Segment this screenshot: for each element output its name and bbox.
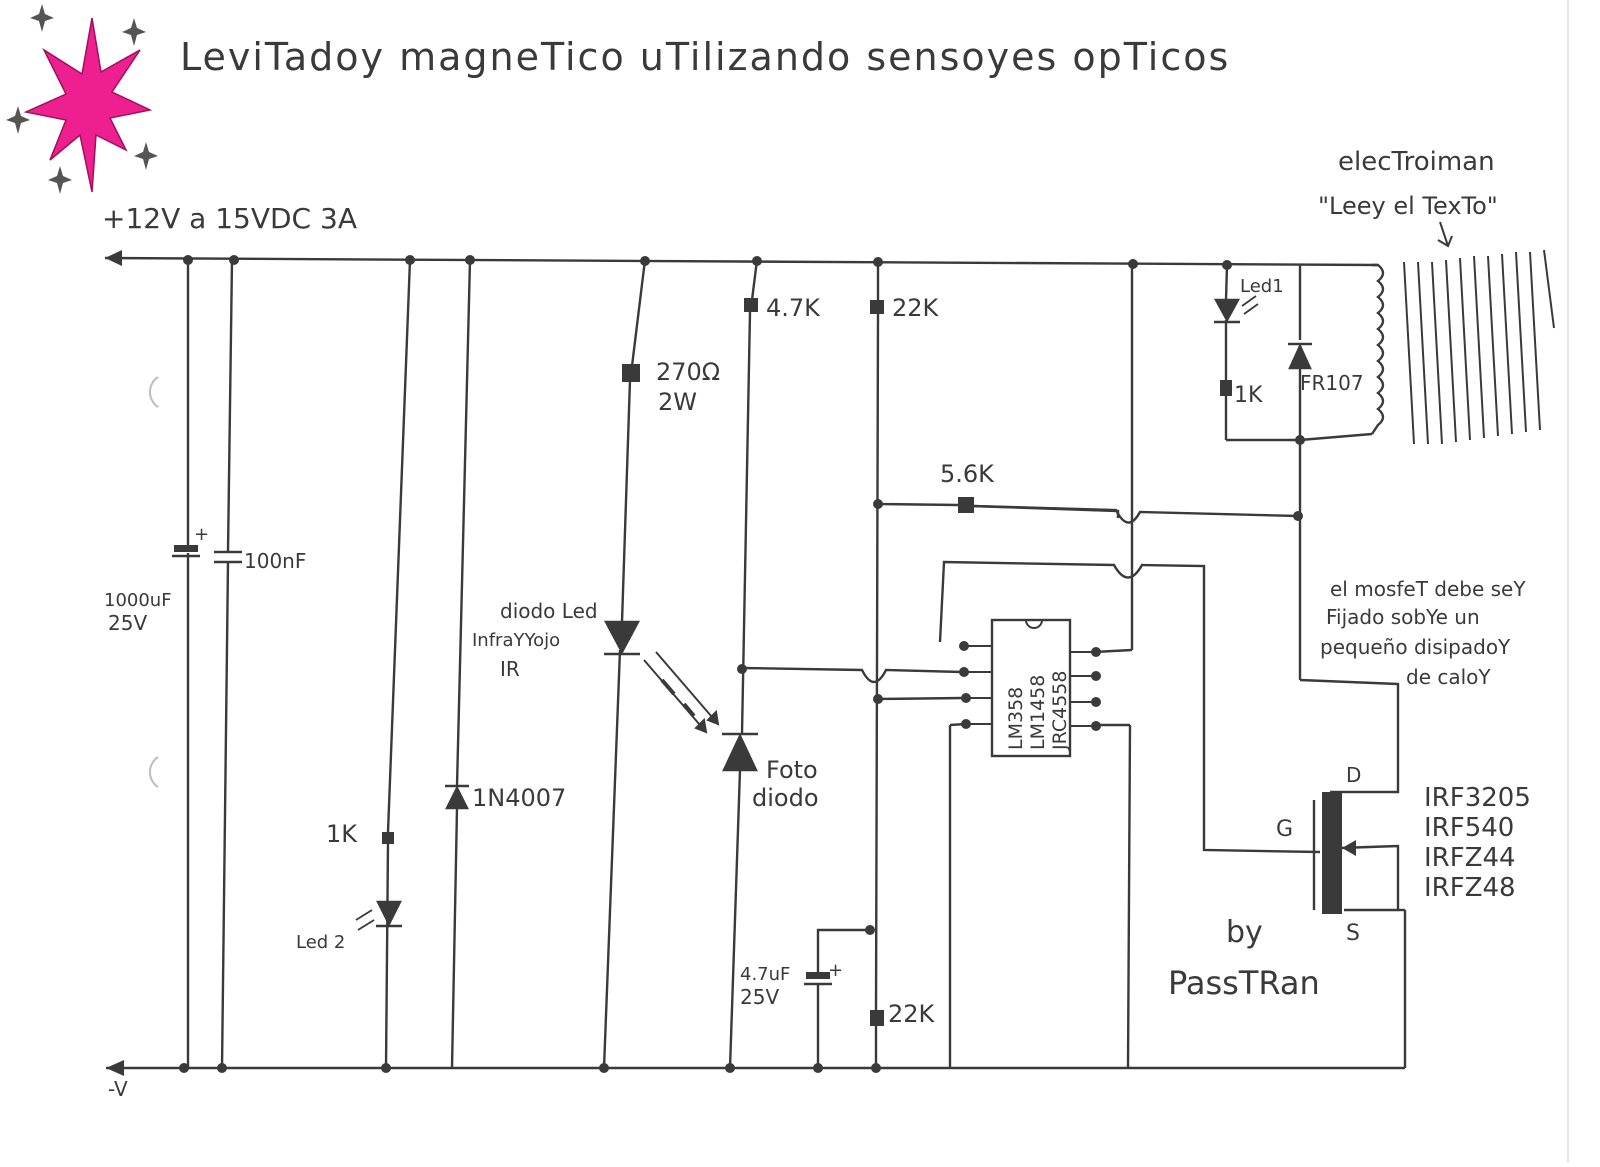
resistor-4-7k xyxy=(744,298,758,312)
small-star-icon xyxy=(122,18,146,46)
cap-main-plus: + xyxy=(194,524,209,545)
resistors xyxy=(382,298,1232,1026)
small-star-icon xyxy=(30,4,54,32)
resistor-22k-top xyxy=(870,300,884,314)
negative-rail-arrow-icon xyxy=(106,1060,124,1076)
r-56k-label: 5.6K xyxy=(940,460,995,488)
mosfet-model-4: IRFZ48 xyxy=(1424,873,1516,903)
resistor-5-6k xyxy=(958,497,974,513)
cap-small2-voltage: 25V xyxy=(740,985,779,1009)
supply-negative-label: -V xyxy=(108,1077,128,1101)
opamp-label-2: LM1458 xyxy=(1027,675,1049,750)
ir-led-icon xyxy=(604,620,640,655)
mosfet-note-1: el mosfeT debe seY xyxy=(1330,577,1526,601)
mosfet xyxy=(1312,792,1356,914)
electromagnet-label-2: "Leey el TexTo" xyxy=(1318,192,1498,220)
small-star-icon xyxy=(6,106,30,134)
junction-dots xyxy=(179,255,1305,1073)
cap-small-label: 100nF xyxy=(244,549,306,573)
ir-light-beam xyxy=(643,651,720,734)
positive-rail xyxy=(104,256,1379,267)
mosfet-note-2: Fijado sobYe un xyxy=(1326,605,1480,629)
binder-hole-bottom xyxy=(149,756,159,788)
diodes xyxy=(355,295,1312,931)
binder-hole-top xyxy=(149,376,159,408)
diode-1n4007-icon xyxy=(445,785,469,810)
cap-100nf xyxy=(214,550,242,564)
diagram-title: LeviTadoy magneTico uTilizando sensoyes … xyxy=(180,35,1230,79)
r-47k-label: 4.7K xyxy=(766,294,821,322)
cap-4-7uf xyxy=(804,972,832,986)
r-270-value: 270Ω xyxy=(656,358,720,386)
diode-fr107-label: FR107 xyxy=(1300,371,1364,395)
author-name: PassTRan xyxy=(1168,964,1320,1002)
electromagnet-arrow-icon xyxy=(1437,221,1453,248)
r-22k-bottom-label: 22K xyxy=(888,1000,936,1028)
mosfet-g-label: G xyxy=(1276,817,1293,842)
mosfet-model-3: IRFZ44 xyxy=(1424,843,1516,873)
cap-small2-value: 4.7uF xyxy=(740,964,790,985)
r-led2-label: 1K xyxy=(326,820,358,848)
resistor-22k-bottom xyxy=(870,1010,884,1026)
author-by: by xyxy=(1226,915,1263,950)
photodiode-label-2: diodo xyxy=(752,784,819,812)
cap-main-voltage: 25V xyxy=(108,611,147,635)
led1-icon xyxy=(1213,298,1241,323)
electromagnet-label-1: elecTroiman xyxy=(1338,147,1495,177)
mosfet-model-2: IRF540 xyxy=(1424,813,1514,843)
ir-led-label-2: InfraYYojo xyxy=(472,630,560,651)
ir-led-label-1: diodo Led xyxy=(500,599,598,623)
mosfet-note-3: pequeño disipadoY xyxy=(1320,635,1511,659)
mosfet-note-4: de caloY xyxy=(1406,665,1491,689)
resistor-270 xyxy=(622,364,640,382)
diode-fr107-icon xyxy=(1288,343,1312,370)
mosfet-model-1: IRF3205 xyxy=(1424,783,1531,813)
supply-positive-label: +12V a 15VDC 3A xyxy=(102,202,357,235)
cap-main-value: 1000uF xyxy=(104,590,172,611)
mosfet-s-label: S xyxy=(1346,921,1360,946)
pink-star-icon xyxy=(23,17,153,193)
led2-label: Led 2 xyxy=(296,932,345,953)
opamp-label-1: LM358 xyxy=(1005,687,1027,750)
opamp-ic: LM358 LM1458 JRC4558 xyxy=(959,618,1101,758)
led2-icon xyxy=(376,900,402,927)
small-star-icon xyxy=(48,166,72,194)
decorative-stars xyxy=(6,4,158,194)
diode-1n4007-label: 1N4007 xyxy=(472,784,566,812)
resistor-1k-led2 xyxy=(382,832,394,844)
opamp-label-3: JRC4558 xyxy=(1049,671,1071,751)
r-270-power: 2W xyxy=(658,388,697,416)
photodiode-icon xyxy=(722,733,758,772)
led1-label: Led1 xyxy=(1240,276,1284,297)
mosfet-arrow-icon xyxy=(1342,840,1356,856)
electromagnet-coil xyxy=(1371,263,1385,435)
wires xyxy=(104,256,1407,1070)
r-led1-label: 1K xyxy=(1234,383,1263,408)
cap-1000uf xyxy=(172,545,200,558)
electromagnet-core xyxy=(1403,249,1555,445)
positive-rail-arrow-icon xyxy=(105,250,122,266)
small-star-icon xyxy=(134,142,158,170)
r-22k-top-label: 22K xyxy=(892,294,940,322)
cap-small2-plus: + xyxy=(828,960,843,981)
mosfet-d-label: D xyxy=(1346,763,1361,787)
resistor-1k-led1 xyxy=(1220,380,1232,396)
photodiode-label-1: Foto xyxy=(766,756,818,784)
ir-led-label-3: IR xyxy=(500,657,520,681)
